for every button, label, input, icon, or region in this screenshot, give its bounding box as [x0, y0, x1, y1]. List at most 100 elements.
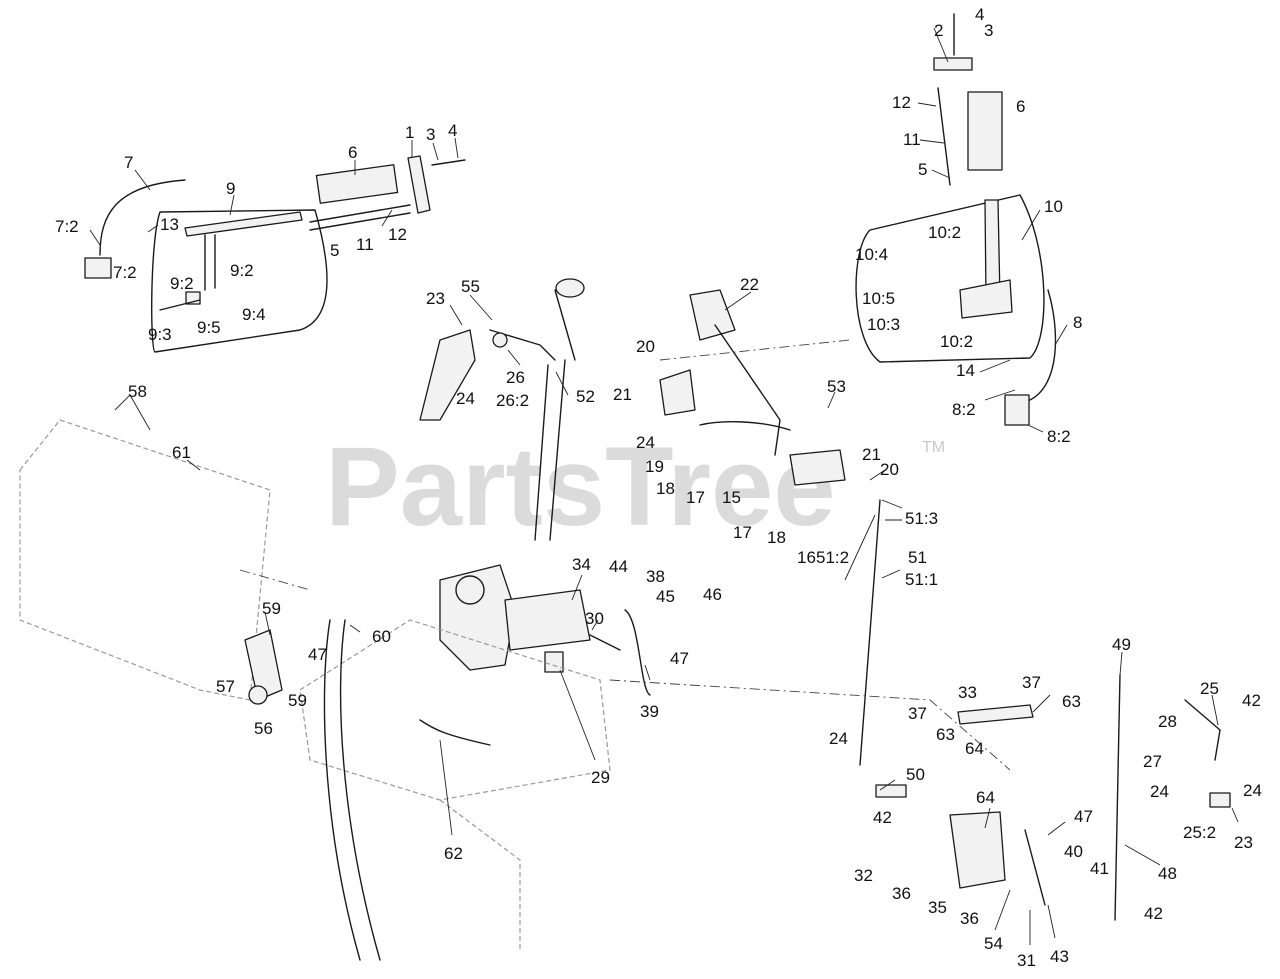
- brake-pedal-pad: [689, 289, 736, 341]
- callout-label: 20: [636, 337, 655, 356]
- callout-label: 9:4: [242, 305, 266, 324]
- right-handle-rod: [1029, 289, 1057, 401]
- callout-label: 8:2: [1047, 427, 1071, 446]
- callout-label: 61: [172, 443, 191, 462]
- callout-label: 19: [645, 457, 664, 476]
- callout-label: 52: [576, 387, 595, 406]
- lever-plate-left: [419, 329, 476, 421]
- callout-label: 60: [372, 627, 391, 646]
- callout-label: 9:3: [148, 325, 172, 344]
- callout-label: 13: [160, 215, 179, 234]
- left-handle-assembly: [84, 155, 466, 353]
- callout-label: 53: [827, 377, 846, 396]
- left-handle-bracket: [407, 155, 431, 214]
- callout-label: 36: [892, 884, 911, 903]
- left-handle-bolt: [431, 159, 466, 166]
- callout-label: 28: [1158, 712, 1177, 731]
- callout-label: 25:2: [1183, 823, 1216, 842]
- callout-label: 5: [918, 160, 927, 179]
- callout-label: 57: [216, 677, 235, 696]
- callout-label: 39: [640, 702, 659, 721]
- callout-label: 62: [444, 844, 463, 863]
- callout-label: 50: [906, 765, 925, 784]
- callout-label: 15: [722, 488, 741, 507]
- callout-label: 4: [448, 121, 457, 140]
- callout-label: 38: [646, 567, 665, 586]
- callout-label: 36: [960, 909, 979, 928]
- callout-label: 44: [609, 557, 628, 576]
- callout-label: 21: [862, 445, 881, 464]
- callout-label: 8: [1073, 313, 1082, 332]
- callout-label: 11: [903, 130, 921, 149]
- callout-label: 49: [1112, 635, 1131, 654]
- callout-label: 9:2: [230, 261, 254, 280]
- pedal-shaft: [699, 421, 791, 431]
- left-inset-screw: [159, 299, 201, 311]
- right-inset-bracket: [959, 279, 1013, 319]
- bracket-35: [949, 811, 1006, 889]
- callout-label: 9:5: [197, 318, 221, 337]
- callout-label: 3: [984, 21, 993, 40]
- callout-label: 37: [908, 704, 927, 723]
- rod-31: [1024, 829, 1046, 906]
- callout-label: 63: [1062, 692, 1081, 711]
- transmission-assembly: [439, 564, 651, 696]
- knob-56: [248, 685, 268, 705]
- callout-label: 8:2: [952, 400, 976, 419]
- callout-label: 37: [1022, 673, 1041, 692]
- callout-label: 33: [958, 683, 977, 702]
- callout-label: 9: [226, 179, 235, 198]
- callout-label: 41: [1090, 859, 1109, 878]
- callout-label: 24: [456, 389, 475, 408]
- callout-label: 2: [934, 21, 943, 40]
- callout-label: 23: [1234, 833, 1253, 852]
- leader-lines: [89, 27, 1239, 945]
- callout-label: 10:5: [862, 289, 895, 308]
- right-handle-grip: [967, 91, 1003, 171]
- guide-line-a: [239, 569, 311, 591]
- callout-label: 22: [740, 275, 759, 294]
- right-handle-knob: [1004, 394, 1030, 426]
- guide-line-b: [609, 679, 1011, 771]
- left-handle-knob: [84, 257, 112, 279]
- right-handle-assembly: [855, 13, 1057, 426]
- lever-link-upper: [489, 329, 556, 361]
- callout-label: 10:2: [928, 223, 961, 242]
- cable-rods: [534, 359, 566, 541]
- return-spring: [624, 609, 651, 696]
- watermark-trademark: TM: [922, 439, 945, 456]
- callout-label: 10:4: [855, 245, 888, 264]
- spacer-25-2: [1209, 792, 1231, 808]
- drive-arm: [504, 589, 591, 651]
- callout-label: 27: [1143, 752, 1162, 771]
- callout-label: 24: [1150, 782, 1169, 801]
- bushing-50: [875, 784, 907, 798]
- callout-label: 10:3: [867, 315, 900, 334]
- callout-label: 26:2: [496, 391, 529, 410]
- brake-pedal-arm: [714, 324, 781, 456]
- callout-label: 56: [254, 719, 273, 738]
- transmission-body: [439, 564, 516, 671]
- right-handle-cap: [933, 57, 973, 71]
- control-rod-51: [859, 499, 881, 766]
- left-handle-rod: [99, 179, 186, 256]
- callout-label: 14: [956, 361, 975, 380]
- callout-label: 42: [873, 808, 892, 827]
- left-inset-post: [204, 234, 216, 291]
- callout-label: 47: [670, 649, 689, 668]
- callout-label: 31: [1017, 951, 1036, 970]
- callout-label: 18: [656, 479, 675, 498]
- callout-label: 43: [1050, 947, 1069, 966]
- callout-label: 7:2: [113, 263, 137, 282]
- throttle-knob: [555, 278, 585, 298]
- lever-pivot: [492, 332, 508, 348]
- callout-label: 45: [656, 587, 675, 606]
- guide-line-c: [659, 339, 851, 361]
- callout-label: 51: [908, 548, 927, 567]
- callout-label: 7: [124, 153, 133, 172]
- callout-label: 26: [506, 368, 525, 387]
- frame-leg: [439, 799, 521, 950]
- callout-label: 10: [1044, 197, 1063, 216]
- callout-label: 24: [636, 433, 655, 452]
